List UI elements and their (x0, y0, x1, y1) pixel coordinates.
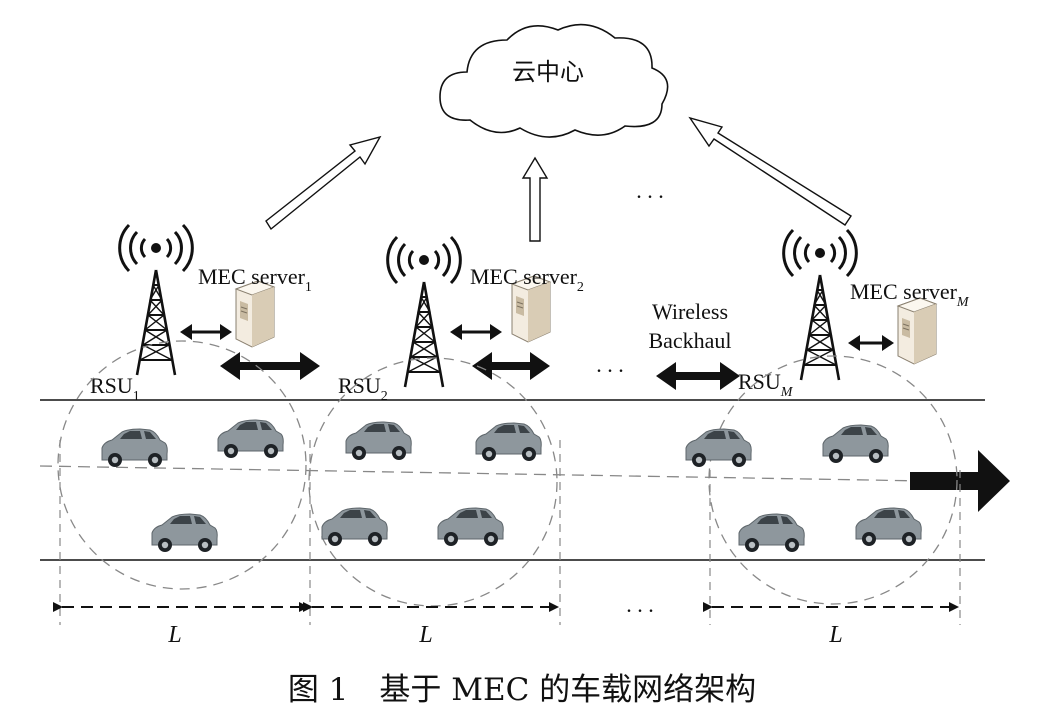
server-1-label: MEC server1 (198, 264, 312, 295)
uplink-arrow-1 (265, 135, 382, 231)
backhaul-arrow (656, 362, 740, 390)
rsu-m-tower-icon (782, 228, 858, 382)
road (39, 399, 1010, 561)
rsu-1-label: RSU1 (90, 373, 140, 404)
car-icon (685, 428, 752, 468)
wireless-backhaul: Wireless Backhaul (648, 299, 740, 390)
segment-2-label: L (418, 622, 432, 648)
server-2-label: MEC server2 (470, 264, 584, 295)
server-2-forward-arrow (472, 352, 550, 380)
car-icon (217, 419, 284, 459)
rsu-m-server-link-arrow (848, 335, 894, 351)
car-icon (738, 513, 805, 553)
car-icon (475, 422, 542, 462)
vehicles (101, 419, 922, 553)
traffic-direction-arrow (910, 450, 1010, 512)
segment-m-label: L (828, 622, 842, 648)
server-1-to-server-2-arrow (220, 352, 320, 380)
car-icon (822, 424, 889, 464)
backhaul-label-line1: Wireless (652, 299, 728, 324)
cloud-label: 云中心 (512, 58, 584, 86)
rsu-m-label: RSUM (738, 369, 794, 400)
rsu-2-server-link-arrow (450, 324, 502, 340)
bottom-ellipsis: . . . (626, 592, 654, 617)
car-icon (855, 507, 922, 547)
mid-ellipsis: . . . (596, 352, 624, 377)
car-icon (345, 421, 412, 461)
rsu-2-label: RSU2 (338, 373, 388, 404)
car-icon (101, 428, 168, 468)
lane-divider (39, 465, 986, 483)
server-m-label: MEC serverM (850, 279, 970, 310)
figure-caption: 图 1 基于 MEC 的车载网络架构 (288, 672, 756, 708)
backhaul-label-line2: Backhaul (648, 328, 731, 353)
rsu-1-server-link-arrow (180, 324, 232, 340)
rsu-2: MEC server2 RSU2 (338, 235, 584, 404)
rsu-m: MEC serverM RSUM (738, 228, 970, 400)
cloud-center: 云中心 (439, 23, 669, 138)
segment-markers: L L L . . . (53, 440, 961, 648)
uplink-arrow-3 (688, 116, 852, 226)
coverage-circle-1 (57, 340, 307, 590)
car-icon (151, 513, 218, 553)
rsu-1: MEC server1 RSU1 (90, 223, 320, 404)
rsu-2-tower-icon (386, 235, 462, 389)
top-ellipsis: . . . (636, 178, 664, 203)
server-m-icon (897, 297, 937, 365)
segment-1-label: L (167, 622, 181, 648)
server-1-icon (235, 280, 275, 348)
cloud-icon (439, 23, 669, 138)
car-icon (437, 507, 504, 547)
car-icon (321, 507, 388, 547)
uplink-arrows (265, 116, 852, 242)
uplink-arrow-2 (521, 156, 549, 242)
